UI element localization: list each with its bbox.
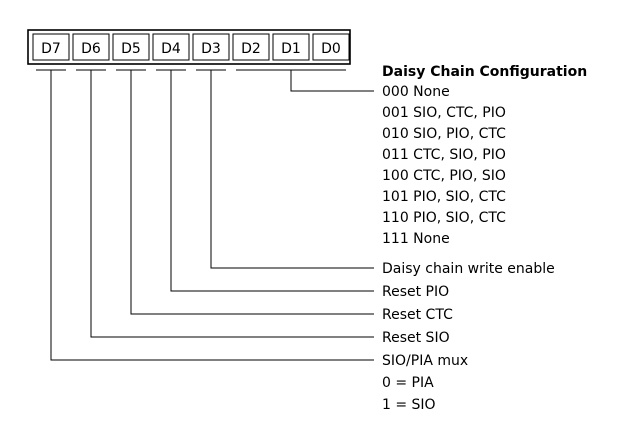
bit-box-d2	[232, 33, 270, 61]
register-bits: D7 D6 D5 D4 D3 D2 D1 D0	[27, 29, 351, 65]
daisy-option-000: 000 None	[382, 84, 450, 100]
label-sio-pia-mux: SIO/PIA mux	[382, 353, 468, 369]
daisy-option-111: 111 None	[382, 231, 450, 247]
bit-label-d2: D2	[241, 41, 261, 57]
leader-reset-pio	[170, 70, 374, 292]
leader-daisy-chain-config	[290, 70, 374, 92]
daisy-option-100: 100 CTC, PIO, SIO	[382, 168, 506, 184]
daisy-chain-title: Daisy Chain Configuration	[382, 64, 587, 80]
leader-lines	[50, 70, 374, 361]
daisy-option-101: 101 PIO, SIO, CTC	[382, 189, 506, 205]
leader-sio-pia-mux	[50, 70, 374, 361]
leader-reset-ctc	[130, 70, 374, 315]
bit-label-d7: D7	[41, 41, 61, 57]
bit-label-d0: D0	[321, 41, 341, 57]
daisy-chain-config: Daisy Chain Configuration 000 None 001 S…	[382, 64, 587, 247]
bit-box-d7	[32, 33, 70, 61]
label-daisy-chain-write-enable: Daisy chain write enable	[382, 261, 555, 277]
bit-label-d6: D6	[81, 41, 101, 57]
leader-write-enable	[210, 70, 374, 269]
bit-box-d5	[112, 33, 150, 61]
label-mux-option-1: 1 = SIO	[382, 397, 436, 413]
bit-box-d4	[152, 33, 190, 61]
daisy-option-110: 110 PIO, SIO, CTC	[382, 210, 506, 226]
leader-reset-sio	[90, 70, 374, 338]
bit-box-d0	[312, 33, 350, 61]
daisy-option-011: 011 CTC, SIO, PIO	[382, 147, 506, 163]
label-mux-option-0: 0 = PIA	[382, 375, 434, 391]
label-reset-sio: Reset SIO	[382, 330, 450, 346]
bit-box-d1	[272, 33, 310, 61]
label-reset-pio: Reset PIO	[382, 284, 449, 300]
daisy-option-010: 010 SIO, PIO, CTC	[382, 126, 506, 142]
bit-box-d6	[72, 33, 110, 61]
field-labels: Daisy chain write enable Reset PIO Reset…	[382, 261, 555, 413]
bit-box-d3	[192, 33, 230, 61]
register-frame	[27, 29, 351, 65]
bit-label-d1: D1	[281, 41, 301, 57]
bit-label-d4: D4	[161, 41, 181, 57]
bit-label-d5: D5	[121, 41, 141, 57]
label-reset-ctc: Reset CTC	[382, 307, 453, 323]
bit-label-d3: D3	[201, 41, 221, 57]
daisy-option-001: 001 SIO, CTC, PIO	[382, 105, 506, 121]
